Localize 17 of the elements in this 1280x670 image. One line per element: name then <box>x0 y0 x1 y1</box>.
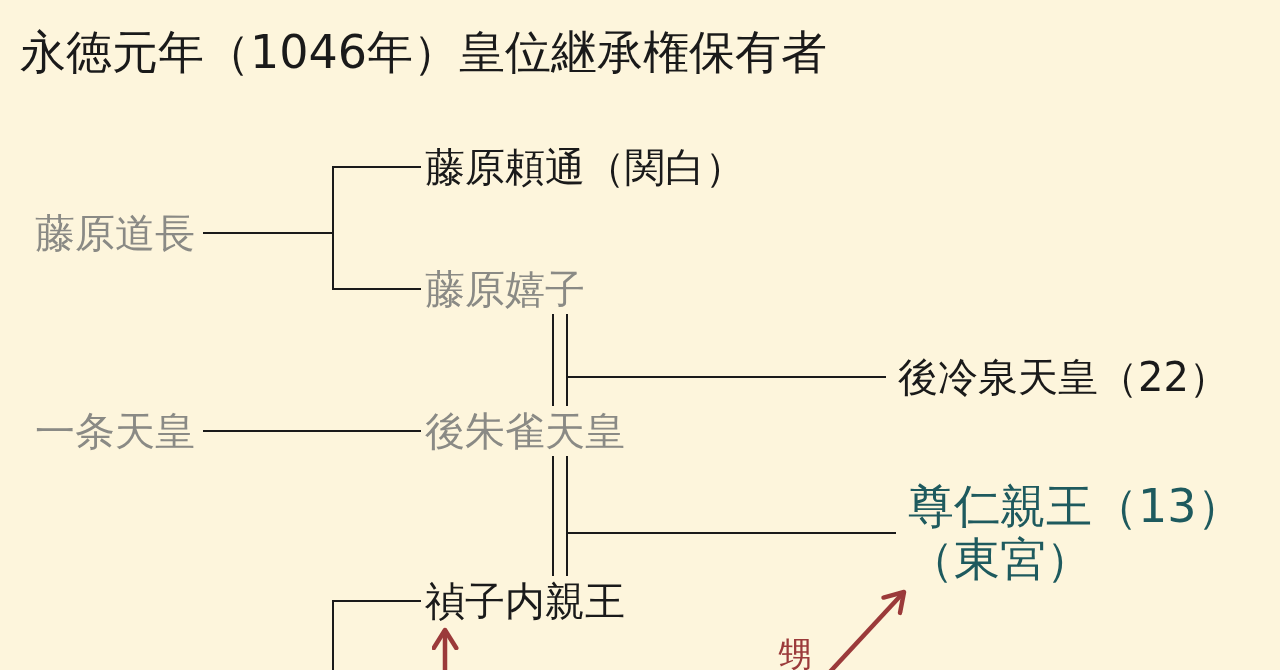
connector-line <box>202 430 422 432</box>
person-name: 禎子内親王 <box>425 578 625 624</box>
connector-line <box>332 600 422 670</box>
arrow <box>431 627 459 670</box>
arrow <box>826 589 907 670</box>
connector-line <box>202 232 422 290</box>
connector-line <box>566 532 897 577</box>
edge-label: 甥 <box>778 633 812 670</box>
person-name: 藤原頼通（関白） <box>425 144 745 190</box>
person-name: 後朱雀天皇 <box>425 408 625 454</box>
person-name: 一条天皇 <box>35 408 195 454</box>
connector-line <box>566 376 887 407</box>
person-name: 後冷泉天皇（22） <box>898 354 1229 400</box>
person-name: 尊仁親王（13） （東宮） <box>908 480 1243 586</box>
person-name: 藤原道長 <box>35 210 195 256</box>
person-name: 藤原嬉子 <box>425 266 585 312</box>
title: 永徳元年（1046年）皇位継承権保有者 <box>20 24 828 81</box>
